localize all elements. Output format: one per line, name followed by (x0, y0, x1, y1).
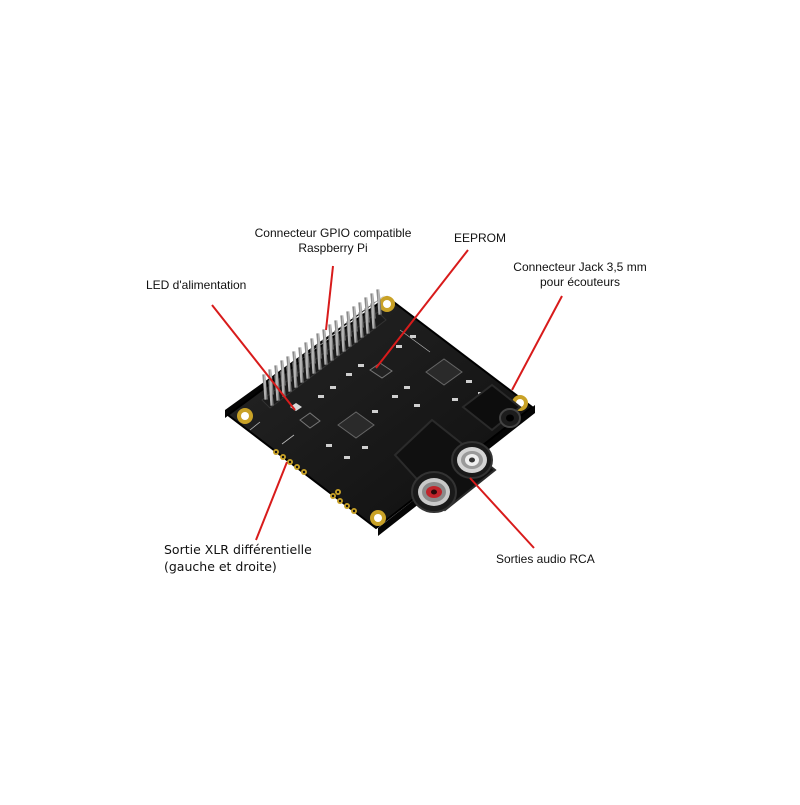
xlr-label-line1: Sortie XLR différentielle (164, 542, 312, 557)
jack-pointer (511, 295, 563, 391)
rca-label-text: Sorties audio RCA (496, 552, 595, 566)
mounting-holes (237, 296, 528, 526)
jack-label-line1: Connecteur Jack 3,5 mm (513, 260, 647, 274)
amp-chip (425, 358, 463, 386)
gpio-label-line2: Raspberry Pi (298, 241, 368, 255)
headphone-jack (461, 383, 522, 432)
led-label-text: LED d'alimentation (146, 278, 247, 292)
rca-label: Sorties audio RCA (496, 552, 595, 567)
xlr-label: Sortie XLR différentielle (gauche et dro… (164, 541, 312, 575)
dac-chip (337, 411, 375, 439)
rca-connectors (393, 418, 497, 513)
eeprom-label: EEPROM (440, 231, 520, 246)
jack-label: Connecteur Jack 3,5 mm pour écouteurs (495, 260, 665, 290)
pcb-edge (225, 295, 535, 536)
gpio-label: Connecteur GPIO compatible Raspberry Pi (233, 226, 433, 256)
led-label: LED d'alimentation (146, 278, 246, 293)
led-pointer (211, 304, 296, 411)
eeprom-pointer (375, 249, 469, 369)
regulator-chip (299, 412, 321, 429)
pointers (211, 249, 563, 549)
gpio-label-line1: Connecteur GPIO compatible (254, 226, 412, 240)
eeprom-chip (369, 362, 393, 379)
gpio-header (261, 289, 387, 409)
eeprom-label-text: EEPROM (453, 231, 506, 245)
xlr-pads (273, 449, 357, 514)
xlr-label-line2: (gauche et droite) (164, 559, 277, 574)
rca-pointer (469, 477, 535, 549)
gpio-pointer (325, 265, 334, 331)
jack-label-line2: pour écouteurs (539, 275, 621, 289)
components (249, 329, 484, 459)
xlr-pointer (255, 461, 288, 541)
